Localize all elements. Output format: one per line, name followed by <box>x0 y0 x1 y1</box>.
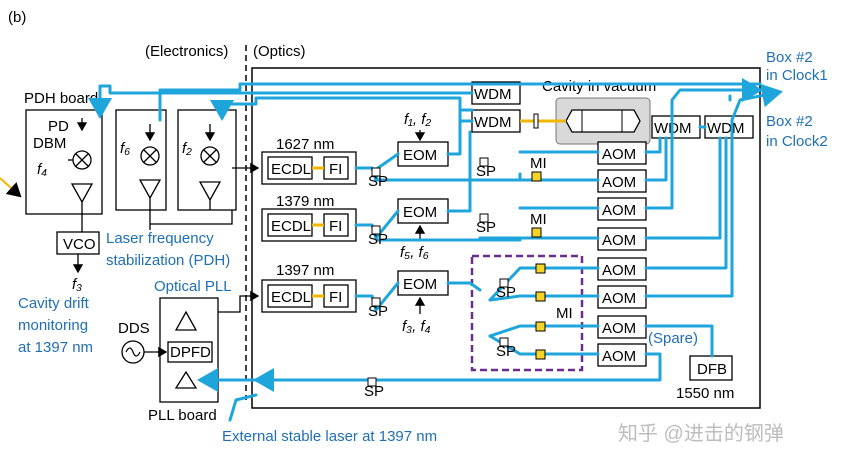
mi-label: MI <box>530 155 547 172</box>
f4-label: f₄ <box>37 161 47 178</box>
eom3-freq: f₃, f₄ <box>402 318 431 335</box>
optics-enclosure <box>251 67 761 409</box>
optics-heading: (Optics) <box>253 43 306 60</box>
laser-freq-stab-line2: stabilization (PDH) <box>106 252 230 269</box>
dbm-label: DBM <box>33 135 66 152</box>
aom-label: AOM <box>602 348 636 365</box>
laser1-wavelength: 1627 nm <box>276 136 334 153</box>
laser3-wavelength: 1397 nm <box>276 262 334 279</box>
aom-label: AOM <box>602 174 636 191</box>
mirror-icon <box>531 227 542 238</box>
splitter-icon <box>499 337 509 347</box>
dds-label: DDS <box>118 320 150 337</box>
pdh-board-label: PDH board <box>24 90 98 107</box>
splitter-labels: SP SP SP SP SP SP SP SP MI MI <box>364 155 547 400</box>
splitter-icon <box>479 213 489 223</box>
dpfd-block <box>167 341 213 363</box>
optical-pll-label: Optical PLL <box>154 278 232 295</box>
pdh-chain-1 <box>68 118 94 204</box>
laser-freq-stab-line1: Laser frequency <box>106 230 214 247</box>
cavity-drift-line1: Cavity drift <box>18 295 90 312</box>
dfb-label: DFB <box>697 361 727 378</box>
electronics-heading: (Electronics) <box>145 43 228 60</box>
pll-board-label: PLL board <box>148 407 217 424</box>
eom2-freq: f₅, f₆ <box>400 244 429 261</box>
aom-label: AOM <box>602 146 636 163</box>
aom-label: AOM <box>602 290 636 307</box>
aom-column: AOM AOM AOM AOM AOM AOM AOM AOM <box>597 141 647 367</box>
mirror-icon <box>535 321 546 332</box>
mirror-icon <box>535 291 546 302</box>
fi-1-label: FI <box>329 161 342 178</box>
sp-label: SP <box>364 383 384 400</box>
pd-label: PD <box>48 118 69 135</box>
mi-label: MI <box>530 211 547 228</box>
wdm-top-2-label: WDM <box>474 114 512 131</box>
fi-3-label: FI <box>329 289 342 306</box>
splitter-icon <box>371 167 381 177</box>
mi-box-label: MI <box>556 305 573 322</box>
wdm-right-2-label: WDM <box>707 120 745 137</box>
sp-label: SP <box>476 219 496 236</box>
dpfd-label: DPFD <box>170 344 211 361</box>
sp-label: SP <box>368 231 388 248</box>
f3-label: f₃ <box>72 276 82 293</box>
box-clock2-line1: Box #2 <box>766 113 813 130</box>
box-clock1-line1: Box #2 <box>766 49 813 66</box>
splitter-icon <box>499 278 509 288</box>
splitter-icon <box>371 225 381 235</box>
splitter-icon <box>371 297 381 307</box>
ecdl-2-label: ECDL <box>271 218 311 235</box>
ecdl-3-label: ECDL <box>271 289 311 306</box>
eom-1-label: EOM <box>403 147 437 164</box>
sp-label: SP <box>368 173 388 190</box>
wdm-top-1-label: WDM <box>474 86 512 103</box>
eom-1 <box>397 141 449 167</box>
f6-label: f₆ <box>120 140 130 157</box>
splitter-icon <box>367 377 377 387</box>
cavity-drift-line3: at 1397 nm <box>18 339 93 356</box>
cavity-icon <box>565 109 641 133</box>
eom-2 <box>397 198 449 224</box>
external-laser-label: External stable laser at 1397 nm <box>222 428 437 445</box>
vco-label: VCO <box>63 236 96 253</box>
fiber-network <box>88 78 783 422</box>
fi-2-label: FI <box>329 218 342 235</box>
mirror-icon <box>531 171 542 182</box>
eom-3-label: EOM <box>403 276 437 293</box>
sp-label: SP <box>368 303 388 320</box>
eom1-freq: f₁, f₂ <box>404 111 431 128</box>
panel-label: (b) <box>8 9 26 26</box>
aom-label: AOM <box>602 202 636 219</box>
aom-label: AOM <box>602 320 636 337</box>
box-clock1-line2: in Clock1 <box>766 67 828 84</box>
spare-label: (Spare) <box>648 330 698 347</box>
aom-label: AOM <box>602 262 636 279</box>
dfb-block <box>689 355 733 381</box>
eom-2-label: EOM <box>403 204 437 221</box>
cavity-drift-line2: monitoring <box>18 317 88 334</box>
splitter-icon <box>479 157 489 167</box>
dfb-wavelength: 1550 nm <box>676 385 734 402</box>
mi-splitter-box <box>470 254 584 372</box>
mirror-icon <box>535 349 546 360</box>
watermark: 知乎 @进击的钢弹 <box>618 422 784 445</box>
cavity-label: Cavity in vacuum <box>542 78 656 95</box>
lens <box>533 113 539 129</box>
sp-label: SP <box>476 163 496 180</box>
sp-label: SP <box>496 284 516 301</box>
aom-label: AOM <box>602 232 636 249</box>
mirror-icon <box>535 263 546 274</box>
ecdl-1-label: ECDL <box>271 161 311 178</box>
box-clock2-line2: in Clock2 <box>766 133 828 150</box>
sp-label: SP <box>496 343 516 360</box>
laser2-wavelength: 1379 nm <box>276 193 334 210</box>
f2-label: f₂ <box>182 140 192 157</box>
